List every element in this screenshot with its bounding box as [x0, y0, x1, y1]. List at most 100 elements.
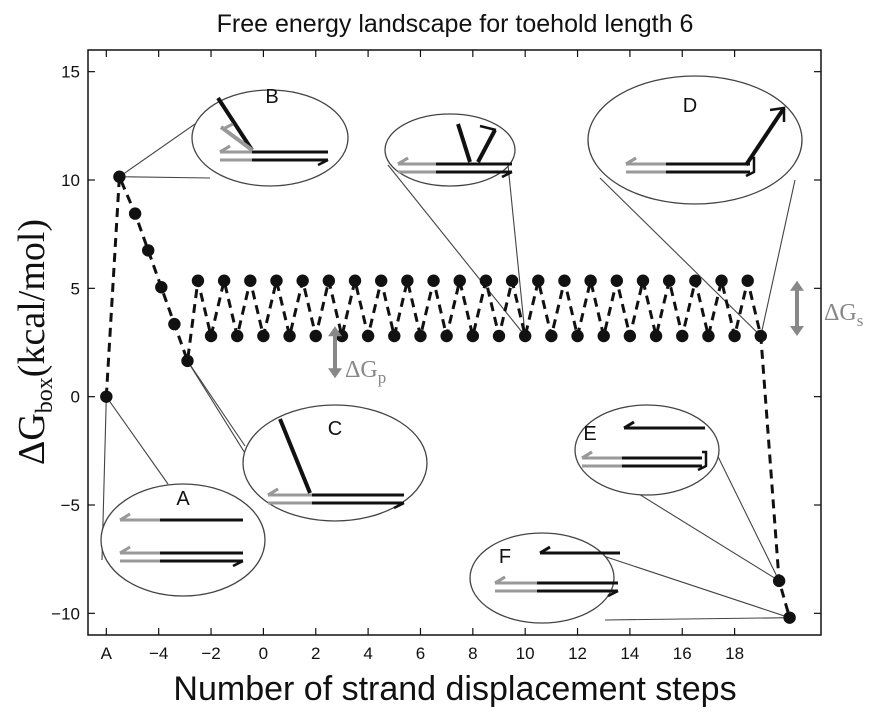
- x-tick-label: −4: [149, 644, 168, 663]
- delta-gs-label: ΔGs: [824, 300, 863, 330]
- callout-ellipse: [384, 113, 516, 187]
- y-axis-label: ΔGbox(kcal/mol): [11, 219, 58, 465]
- data-point: [231, 329, 244, 343]
- callout-label: A: [176, 488, 190, 510]
- strand-hook: [697, 450, 708, 472]
- strand-arrowhead: [224, 122, 234, 130]
- data-point: [584, 274, 597, 287]
- callout-ellipse: [242, 404, 428, 522]
- delta-gp-label: ΔGp: [345, 357, 386, 387]
- callout-label: E: [583, 423, 596, 445]
- data-point: [466, 329, 480, 343]
- y-tick-label: 10: [61, 171, 80, 190]
- y-tick-label: 15: [61, 63, 80, 82]
- data-point: [142, 244, 155, 257]
- data-point: [649, 329, 663, 343]
- strand-arrowhead: [397, 156, 409, 166]
- strand-arrowhead: [607, 589, 619, 598]
- y-tick-label: 0: [71, 388, 80, 407]
- strand-arrowhead: [119, 545, 131, 555]
- y-tick-label: 5: [71, 279, 80, 298]
- data-point: [453, 274, 466, 287]
- delta-gs-arrow-head-up: [790, 280, 804, 291]
- data-point: [636, 274, 650, 287]
- data-point: [244, 274, 257, 287]
- data-point: [348, 274, 362, 287]
- strand-arrowhead: [581, 450, 593, 460]
- strand-arrowhead: [232, 559, 244, 568]
- data-point: [204, 329, 218, 343]
- callout-leader-line: [507, 164, 526, 337]
- annotations-layer: ΔGp ΔGs: [328, 280, 863, 387]
- data-point: [414, 329, 427, 343]
- data-point: [741, 274, 754, 287]
- data-point: [662, 274, 676, 287]
- y-label-prefix: ΔG: [11, 413, 53, 465]
- data-point: [505, 274, 519, 287]
- data-point: [754, 329, 767, 343]
- data-point: [518, 329, 532, 343]
- callout-ellipse: [191, 89, 349, 187]
- svg-text:ΔGbox(kcal/mol): ΔGbox(kcal/mol): [11, 219, 58, 465]
- x-tick-label: 18: [725, 644, 744, 663]
- strand-arrowhead: [539, 545, 551, 555]
- data-point: [715, 274, 728, 287]
- data-point: [532, 274, 545, 287]
- strand-arrowhead: [119, 512, 131, 522]
- callout-label: C: [328, 418, 342, 440]
- y-label-suffix: (kcal/mol): [11, 219, 53, 377]
- callout-bubble: E: [574, 404, 720, 496]
- callout-bubble: F: [469, 532, 620, 624]
- callout-leader-line: [105, 396, 169, 485]
- data-point: [128, 207, 142, 220]
- x-tick-label: 2: [311, 644, 320, 663]
- delta-gs-arrow-head-down: [790, 326, 804, 336]
- x-tick-label: 10: [516, 644, 535, 663]
- delta-gp-arrow-head-up: [328, 326, 342, 337]
- callout-bubble: [384, 113, 516, 187]
- strand-segment: [744, 106, 786, 167]
- data-point: [427, 274, 440, 287]
- data-point: [676, 329, 689, 343]
- data-point: [492, 329, 506, 343]
- data-point: [597, 329, 610, 343]
- delta-gs-label-sub: s: [857, 311, 864, 330]
- data-point: [783, 611, 796, 624]
- data-point: [772, 574, 786, 588]
- data-point: [191, 274, 205, 287]
- callout-leader-line: [760, 179, 796, 337]
- callout-label: D: [683, 95, 697, 117]
- x-tick-label: 14: [620, 644, 639, 663]
- callout-ellipse: [469, 532, 615, 624]
- data-point: [571, 329, 584, 343]
- data-point: [689, 274, 702, 287]
- callouts-layer: A B C D E F: [100, 75, 803, 624]
- x-tick-label: 4: [363, 644, 372, 663]
- callout-bubble: A: [100, 483, 266, 597]
- callout-label: B: [265, 86, 278, 108]
- delta-gs-label-main: ΔG: [824, 300, 857, 326]
- delta-gp-arrow-head-down: [328, 368, 342, 379]
- x-tick-label: 6: [416, 644, 425, 663]
- callout-ellipse: [574, 404, 720, 496]
- y-tick-label: −5: [61, 496, 80, 515]
- x-tick-label: A: [101, 644, 113, 663]
- strand-arrowhead: [317, 158, 329, 167]
- data-point: [283, 329, 296, 343]
- data-point: [168, 317, 181, 331]
- callout-bubble: D: [587, 75, 803, 205]
- y-label-sub: box: [32, 377, 58, 413]
- data-point: [401, 274, 414, 287]
- strand-arrowhead: [479, 124, 497, 132]
- data-point: [558, 274, 571, 287]
- y-tick-label: −10: [51, 604, 80, 623]
- callout-leader-line: [604, 617, 790, 621]
- data-point: [322, 274, 336, 287]
- strand-segment: [216, 96, 254, 152]
- strand-hook: [745, 156, 756, 178]
- chart-title: Free energy landscape for toehold length…: [217, 10, 694, 38]
- callout-bubble: B: [191, 86, 349, 187]
- data-point: [257, 329, 270, 343]
